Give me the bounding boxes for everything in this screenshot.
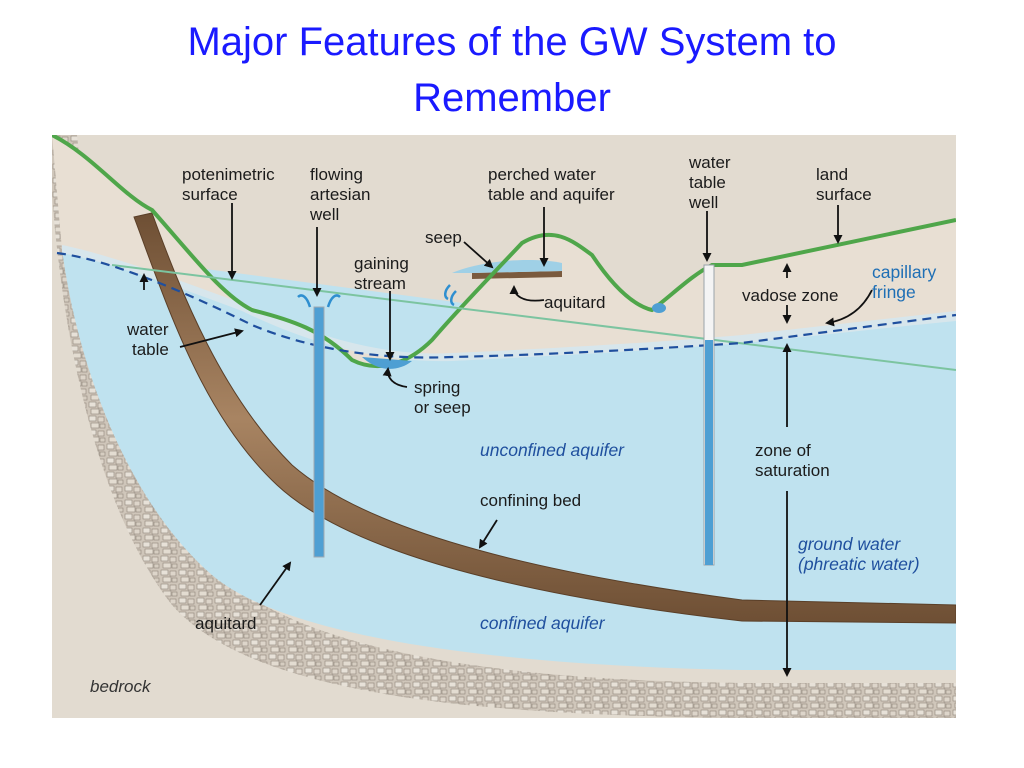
label-potentiometric-surface: potenimetric surface	[182, 165, 279, 204]
label-bedrock: bedrock	[90, 677, 152, 696]
label-unconfined-aquifer: unconfined aquifer	[480, 440, 625, 460]
label-water-table: water table	[126, 320, 173, 359]
water-table-well-water	[705, 340, 713, 565]
label-capillary-fringe: capillary fringe	[872, 262, 941, 302]
label-water-table-well: water table well	[688, 153, 735, 212]
perched-water	[452, 260, 562, 273]
slide-title: Major Features of the GW System to Remem…	[0, 14, 1024, 126]
label-confining-bed: confining bed	[480, 491, 581, 510]
groundwater-diagram: potenimetric surface flowing artesian we…	[52, 135, 956, 718]
label-gaining-stream: gaining stream	[354, 254, 414, 293]
label-flowing-artesian-well: flowing artesian well	[309, 165, 375, 224]
potentiometric-line	[111, 264, 956, 371]
label-ground-water: ground water (phreatic water)	[798, 534, 920, 574]
label-arrows	[139, 203, 873, 677]
label-perched-water-table: perched water table and aquifer	[488, 165, 615, 204]
flowing-artesian-well	[313, 306, 325, 558]
label-vadose-zone: vadose zone	[742, 286, 838, 305]
artesian-spray	[297, 294, 341, 308]
land-surface-line	[52, 135, 956, 369]
small-pond	[652, 303, 666, 313]
label-seep: seep	[425, 228, 462, 247]
water-table-line	[56, 251, 956, 359]
label-zone-of-saturation: zone of saturation	[755, 441, 830, 480]
label-aquitard-upper: aquitard	[544, 293, 605, 312]
seep-drops	[444, 284, 457, 307]
label-spring-or-seep: spring or seep	[414, 378, 471, 417]
title-line-2: Remember	[413, 76, 611, 120]
title-line-1: Major Features of the GW System to	[187, 20, 837, 64]
vadose-zone	[52, 135, 956, 367]
label-land-surface: land surface	[816, 165, 872, 204]
confining-bed	[133, 212, 956, 624]
gaining-stream-pool	[362, 357, 412, 369]
label-confined-aquifer: confined aquifer	[480, 613, 606, 633]
label-aquitard-lower: aquitard	[195, 614, 256, 633]
